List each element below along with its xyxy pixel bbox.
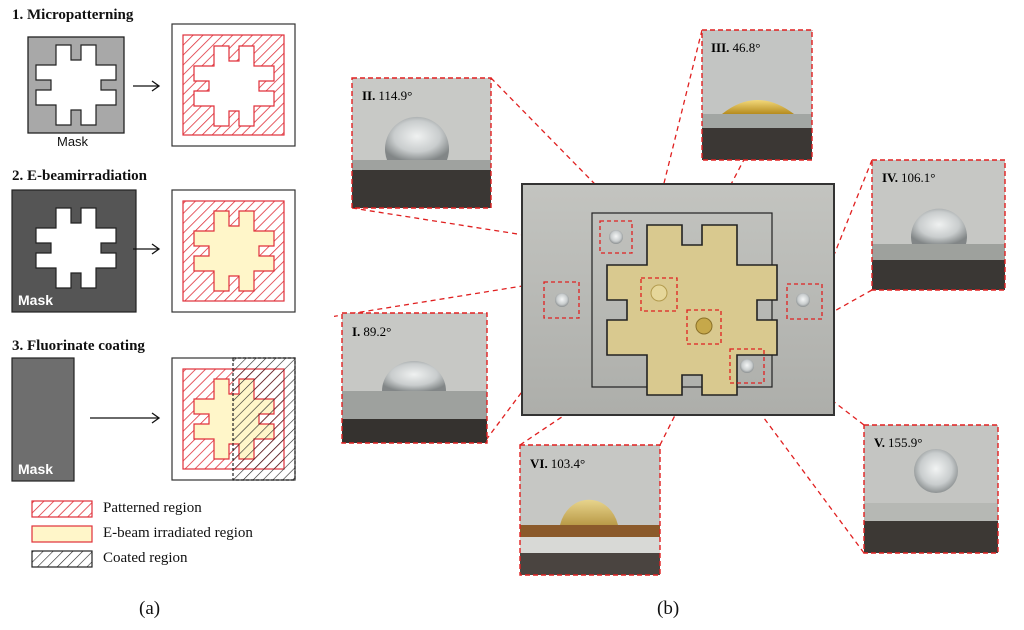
inset-VI <box>519 444 661 576</box>
step-2-mask <box>11 189 137 313</box>
sample-photo <box>521 183 835 416</box>
inset-IV-label: IV.106.1° <box>882 170 935 185</box>
legend-label-coated: Coated region <box>103 550 188 566</box>
inset-V <box>863 424 999 554</box>
step-2-mask-label: Mask <box>18 292 54 308</box>
step-2-arrow <box>133 243 161 255</box>
inset-IV <box>871 159 1006 291</box>
step-1-arrow <box>133 80 161 92</box>
step-1-title: 1. Micropatterning <box>12 7 134 23</box>
legend-label-irradiated: E-beam irradiated region <box>103 525 253 541</box>
legend-label-patterned: Patterned region <box>103 500 202 516</box>
step-1-result <box>171 23 296 147</box>
step-2-result <box>171 189 296 313</box>
step-3-result <box>171 357 296 481</box>
inset-III <box>701 29 813 161</box>
panel-b-figure: II.114.9° III.46.8° IV.106.1° I.89.2° VI… <box>334 29 1006 576</box>
inset-I-label: I.89.2° <box>352 324 391 339</box>
panel-a-diagram <box>11 23 296 568</box>
inset-III-label: III.46.8° <box>711 40 760 55</box>
step-3-title: 3. Fluorinate coating <box>12 338 145 354</box>
step-1-mask <box>27 36 125 134</box>
inset-II <box>351 77 492 209</box>
step-3-arrow <box>90 412 161 424</box>
step-3-mask-label: Mask <box>18 461 54 477</box>
step-1-mask-label: Mask <box>57 134 89 149</box>
inset-II-label: II.114.9° <box>362 88 412 103</box>
panel-label-b: (b) <box>657 598 680 619</box>
inset-I <box>341 312 488 444</box>
inset-VI-label: VI.103.4° <box>530 456 585 471</box>
inset-V-label: V.155.9° <box>874 435 922 450</box>
step-3-mask <box>11 357 75 482</box>
legend-swatch-irradiated <box>31 525 93 543</box>
panel-label-a: (a) <box>139 598 161 619</box>
legend-swatch-coated <box>31 550 93 568</box>
step-2-title: 2. E-beamirradiation <box>12 168 147 184</box>
legend-swatch-patterned <box>31 500 93 518</box>
